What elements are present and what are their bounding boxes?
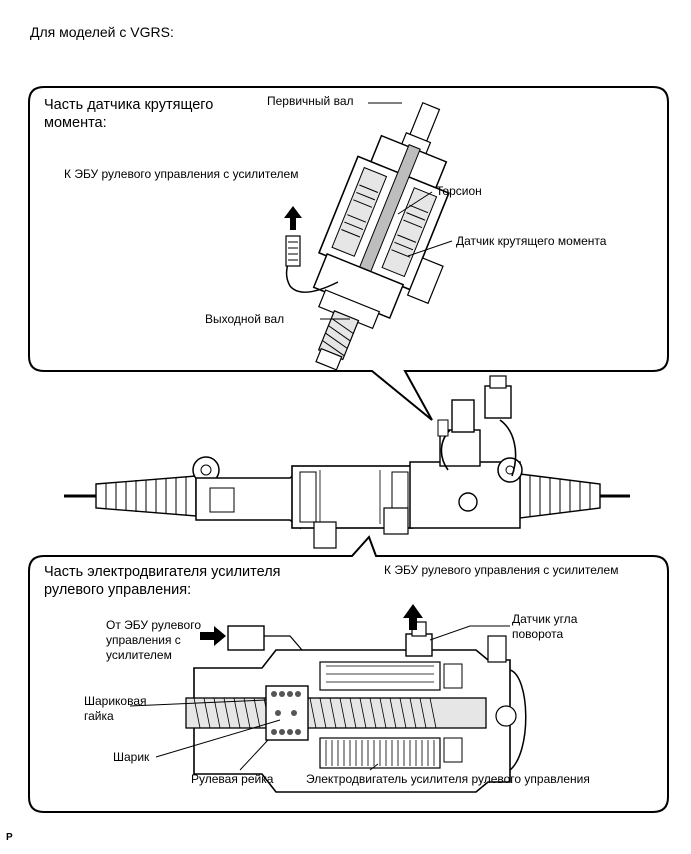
label-to-ecu-motor: К ЭБУ рулевого управления с усилителем	[384, 563, 619, 577]
page-heading: Для моделей с VGRS:	[30, 24, 174, 40]
motor-section-title: Часть электродвигателя усилителя рулевог…	[44, 564, 281, 598]
label-rotation-sensor: Датчик угла поворота	[512, 612, 578, 641]
arrow-up-icon	[284, 206, 302, 230]
label-torsion-bar: Торсион	[436, 184, 482, 198]
label-output-shaft: Выходной вал	[205, 312, 285, 326]
label-motor: Электродвигатель усилителя рулевого упра…	[306, 772, 590, 786]
steering-gear-assembly	[64, 375, 630, 549]
motor-leader-lines	[129, 625, 510, 771]
torque-leader-lines	[320, 102, 453, 320]
torque-sensor-assembly	[312, 101, 450, 371]
label-to-ecu-torque: К ЭБУ рулевого управления с усилителем	[64, 167, 299, 181]
torque-section-title: Часть датчика крутящего момента:	[44, 97, 214, 131]
torque-connector	[285, 235, 339, 293]
arrow-right-icon	[200, 626, 226, 646]
label-from-ecu: От ЭБУ рулевого управления с усилителем	[106, 618, 201, 662]
label-input-shaft: Первичный вал	[267, 94, 354, 108]
motor-cross-section	[185, 621, 527, 793]
arrow-up-icon	[403, 604, 423, 630]
label-torque-sensor: Датчик крутящего момента	[456, 234, 607, 248]
label-steering-rack: Рулевая рейка	[191, 772, 274, 786]
footer-mark: P	[6, 832, 13, 843]
label-ball-nut: Шариковая гайка	[84, 694, 147, 723]
label-ball: Шарик	[113, 750, 150, 764]
